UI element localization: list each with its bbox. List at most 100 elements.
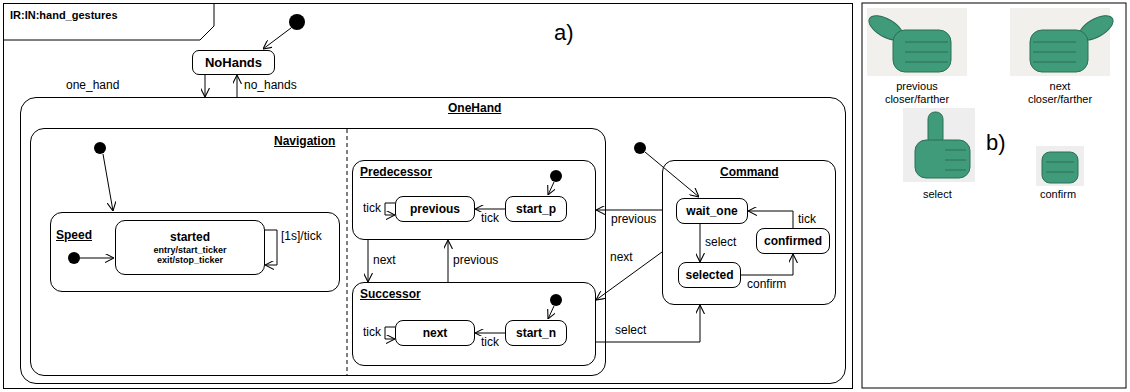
label-holder: tick bbox=[362, 202, 382, 215]
state-name: started bbox=[170, 230, 210, 244]
initial-arrow bbox=[548, 182, 554, 195]
label-holder: select bbox=[614, 324, 647, 337]
label-holder: [1s]/tick bbox=[280, 230, 323, 243]
label-holder: next bbox=[609, 251, 634, 264]
glove-photo bbox=[865, 8, 967, 76]
transition-label: tick bbox=[480, 212, 500, 225]
state-box: wait_one bbox=[676, 198, 748, 224]
state-box: NoHands bbox=[192, 50, 275, 75]
label-holder: tick bbox=[362, 326, 382, 339]
state-name: Speed bbox=[56, 228, 92, 242]
label-holder: select bbox=[922, 188, 953, 201]
state-box: previous bbox=[395, 196, 475, 222]
label-holder: b) bbox=[985, 130, 1007, 156]
transition-arrow bbox=[448, 240, 449, 282]
heading-holder: Predecessor bbox=[360, 165, 432, 179]
state-name: next bbox=[423, 326, 448, 340]
state-action: entry/start_ticker exit/stop_ticker bbox=[136, 245, 244, 265]
state-name: IR:IN:hand_gestures bbox=[10, 9, 118, 22]
transition-label: one_hand bbox=[65, 79, 120, 92]
composite-state: Successor next start_n bbox=[352, 282, 596, 366]
state-box: start_p bbox=[505, 196, 567, 222]
state-name: wait_one bbox=[686, 204, 737, 218]
initial-dot bbox=[550, 294, 562, 306]
label-holder: no_hands bbox=[243, 79, 298, 92]
label-holder: tick bbox=[797, 213, 817, 226]
heading-holder: OneHand bbox=[448, 101, 501, 115]
transition-arrow bbox=[368, 240, 369, 282]
region-divider bbox=[347, 129, 348, 375]
transition-label: confirm bbox=[746, 278, 787, 291]
state-name: start_n bbox=[516, 326, 556, 340]
state-name: Predecessor bbox=[360, 165, 432, 179]
transition-arrow bbox=[741, 254, 793, 275]
transition-arrow bbox=[748, 211, 793, 228]
initial-arrow bbox=[80, 258, 114, 259]
initial-arrow bbox=[548, 306, 554, 319]
transition-arrow bbox=[385, 327, 395, 339]
state-box: start_n bbox=[505, 320, 567, 346]
label-holder: tick bbox=[480, 212, 500, 225]
transition-arrow bbox=[237, 75, 238, 97]
photo-panel bbox=[862, 3, 1126, 388]
label-holder: previous closer/farther bbox=[876, 80, 958, 106]
state-box: next bbox=[395, 320, 475, 346]
transition-arrow bbox=[700, 224, 701, 262]
transition-arrow bbox=[385, 203, 395, 215]
figure-tag: b) bbox=[985, 130, 1007, 156]
state-name: OneHand bbox=[448, 101, 501, 115]
label-holder: select bbox=[704, 236, 737, 249]
glove-photo bbox=[1010, 8, 1117, 76]
transition-label: [1s]/tick bbox=[280, 230, 323, 243]
transition-label: tick bbox=[480, 336, 500, 349]
transition-label: previous bbox=[610, 213, 657, 226]
label-holder: confirm bbox=[1039, 188, 1077, 201]
composite-state: NavigationSpeed startedentry/start_ticker… bbox=[30, 128, 606, 376]
initial-arrow bbox=[103, 154, 113, 211]
transition-label: select bbox=[704, 236, 737, 249]
state-name: selected bbox=[685, 268, 733, 282]
transition-arrow bbox=[265, 230, 277, 265]
state-name: NoHands bbox=[205, 55, 262, 71]
state-name: Successor bbox=[360, 287, 421, 301]
state-box: startedentry/start_ticker exit/stop_tick… bbox=[115, 220, 265, 275]
label-holder: next bbox=[372, 254, 397, 267]
initial-dot bbox=[94, 142, 106, 154]
initial-arrow bbox=[263, 28, 291, 49]
glove-photo bbox=[903, 108, 975, 182]
diagram-frame: IR:IN:hand_gesturesNoHandsOneHandNavigat… bbox=[3, 3, 853, 389]
transition-label: tick bbox=[797, 213, 817, 226]
label-holder: next closer/farther bbox=[1019, 80, 1101, 106]
heading-holder: Successor bbox=[360, 287, 421, 301]
heading-holder: Navigation bbox=[274, 134, 335, 148]
state-name: start_p bbox=[516, 202, 556, 216]
composite-state: Predecessor previous start_p bbox=[352, 160, 596, 240]
initial-arrow bbox=[645, 152, 699, 197]
label-holder: a) bbox=[553, 20, 575, 46]
state-name: Navigation bbox=[274, 134, 335, 148]
initial-dot bbox=[550, 170, 562, 182]
label-holder: tick bbox=[480, 336, 500, 349]
state-name: previous bbox=[410, 202, 460, 216]
heading-holder: IR:IN:hand_gestures bbox=[10, 9, 118, 22]
heading-holder: Speed bbox=[56, 228, 92, 242]
transition-label: tick bbox=[362, 202, 382, 215]
initial-dot bbox=[289, 14, 305, 30]
transition-label: previous bbox=[452, 254, 499, 267]
transition-label: no_hands bbox=[243, 79, 298, 92]
figure-tag: a) bbox=[553, 20, 575, 46]
state-name: confirmed bbox=[764, 234, 822, 248]
label-holder: previous bbox=[452, 254, 499, 267]
glove-photo bbox=[1036, 146, 1084, 186]
photo-caption: select bbox=[922, 188, 953, 201]
frame-tab bbox=[3, 3, 214, 40]
transition-label: select bbox=[614, 324, 647, 337]
initial-dot bbox=[68, 252, 80, 264]
transition-arrow bbox=[205, 75, 206, 97]
transition-arrow bbox=[596, 305, 700, 342]
heading-holder: Command bbox=[720, 165, 779, 179]
